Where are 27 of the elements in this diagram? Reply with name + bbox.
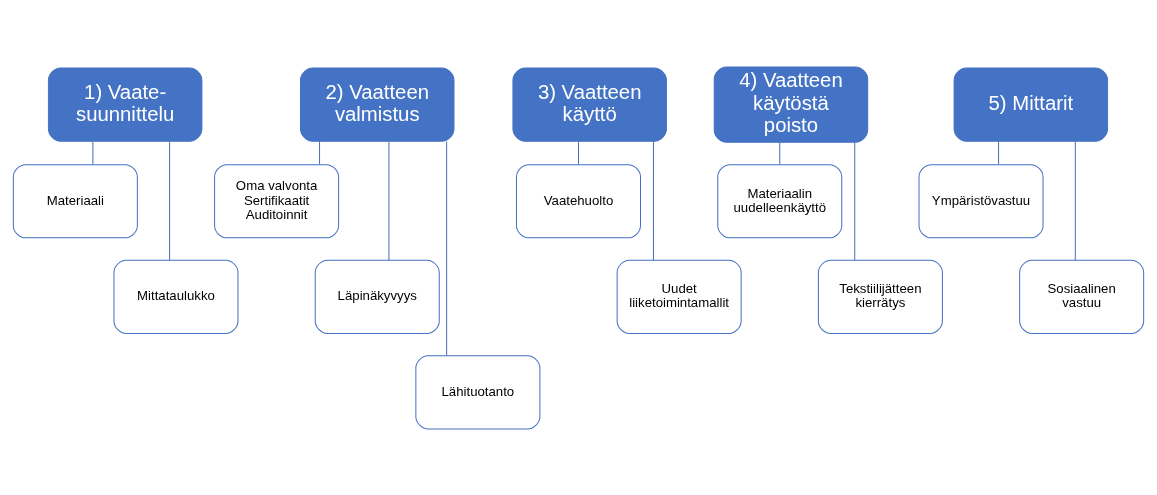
node-box: Sosiaalinen vastuu [1019,259,1145,334]
connector [854,141,856,260]
node-box: Uudet liiketoimintamallit [616,259,742,334]
node-box: Materiaalin uudelleenkäyttö [717,163,843,238]
node-box: Oma valvonta Sertifikaatit Auditoinnit [214,163,340,238]
connector [388,140,390,261]
connector [578,140,579,165]
connector [652,140,654,261]
connector [998,140,1000,165]
node-box: 3) Vaatteen käyttö [512,67,667,142]
node-box: Vaatehuolto [516,163,641,238]
connector [92,140,94,165]
connector [169,140,171,261]
node-box: Ympäristövastuu [918,163,1044,238]
connector [779,141,781,165]
connector [319,140,321,165]
node-box: Lähituotanto [415,354,541,429]
node-box: Mittataulukko [113,259,239,334]
node-box: Materiaali [12,163,138,238]
connector [446,140,448,356]
node-box: 5) Mittarit [953,67,1109,142]
node-box: Tekstiilijätteen kierrätys [817,259,943,334]
node-box: Läpinäkyvyys [314,259,440,334]
node-box: 2) Vaatteen valmistus [300,67,455,142]
node-box: 4) Vaatteen käytöstä poisto [713,66,869,143]
node-box: 1) Vaate- suunnittelu [47,67,203,142]
connector [1074,140,1076,261]
